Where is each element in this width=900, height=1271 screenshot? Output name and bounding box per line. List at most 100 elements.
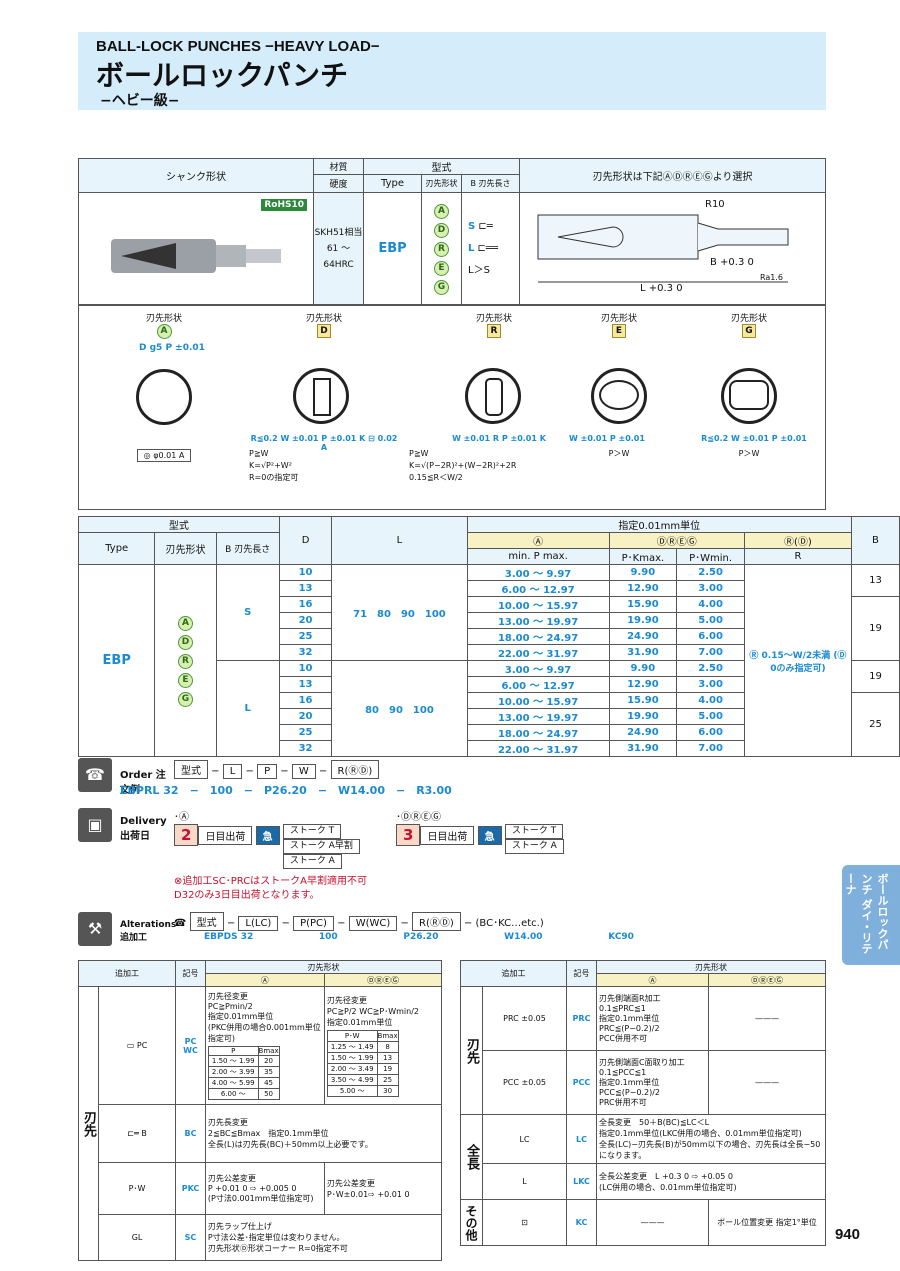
row-l-s: 71 80 90 100: [331, 564, 468, 661]
material-cell: SKH51相当 61 ～ 64HRC: [313, 192, 364, 305]
tip-e-icon: E: [434, 261, 449, 276]
shape-a: 刃先形状 A D g5 P ±0.01 ◎ φ0.01 A: [99, 311, 229, 462]
delivery-a-kyu: 急: [255, 826, 280, 845]
delivery-a-stroke-1: ストーク A早割: [282, 839, 360, 854]
ar-a-3: 全長公差変更 L +0.3 0 ⇨ +0.05 0 (LC併用の場合、0.01m…: [596, 1163, 826, 1200]
shape-r: 刃先形状 R W ±0.01 R P ±0.01 K P≧W K=√(P−2R)…: [409, 311, 579, 484]
alter-field-3: W(WC): [348, 916, 398, 931]
row-r-note: Ⓡ 0.15～W/2未満 (Ⓓ 0のみ指定可): [743, 564, 852, 757]
ar-dreg-4: ボール位置変更 指定1°単位: [708, 1199, 826, 1246]
delivery-a-days: 2: [174, 824, 199, 846]
col-tip: 刃先形状: [421, 174, 462, 193]
tip-a-icon: A: [434, 204, 449, 219]
row-pk: 12.90: [608, 676, 678, 693]
delivery-note-1: ⊗追加工SC･PRCはストークA早割適用不可: [174, 876, 368, 887]
alter-field-1: L(LC): [238, 916, 279, 931]
bmax-cell: 25: [376, 1073, 399, 1086]
shape-g-code: G: [742, 324, 756, 338]
bmax-cell: 1.50 ～ 1.99: [326, 1051, 378, 1064]
delivery-label: Delivery 出荷日: [120, 816, 167, 842]
row-d: 25: [278, 628, 333, 645]
row-p: 18.00 ～ 24.97: [466, 724, 610, 741]
page-number: 940: [834, 1226, 860, 1243]
h-tip: 刃先形状: [154, 532, 217, 565]
blade-l: L: [468, 242, 475, 254]
row-pk: 24.90: [608, 724, 678, 741]
side-tab[interactable]: ボールロックパンチ ダイ・リテーナ: [842, 865, 900, 965]
h-dreg: ⒹⓇⒺⒼ: [608, 532, 745, 549]
row-l-l: 80 90 100: [331, 660, 468, 757]
row-p: 6.00 ～ 12.97: [466, 676, 610, 693]
bmax-cell: 5.00 ～: [326, 1084, 378, 1097]
row-d: 32: [278, 740, 333, 757]
al-code-1: BC: [175, 1104, 206, 1163]
al-h-tip: 刃先形状: [204, 960, 443, 974]
al-dreg-0: 刃先径変更 PC≧P/2 WC≧P･Wmin/2 指定0.01mm単位: [326, 995, 419, 1027]
ar-code-4: KC: [566, 1199, 597, 1246]
row-pk: 19.90: [608, 708, 678, 725]
shape-g-circle: [721, 368, 777, 424]
ar-h-code: 記号: [566, 960, 597, 987]
bmax-cell: 2.00 ～ 3.99: [207, 1066, 259, 1078]
al-section: 刃先: [78, 986, 99, 1261]
ar-prc-diagram: PRC ±0.05: [482, 986, 567, 1051]
ar-code-0: PRC: [566, 986, 597, 1051]
dim-b: B +0.3 0: [710, 257, 754, 268]
shape-e-circle: [591, 368, 647, 424]
rohs-badge: RoHS10: [261, 199, 307, 211]
ar-dreg-1: ———: [708, 1050, 826, 1115]
shape-d-note-2: R=0の指定可: [249, 473, 299, 482]
alter-left-table: 追加工 記号 刃先形状 Ⓐ ⒹⓇⒺⒼ 刃先 ▭ PC PC WC 刃先径変更 P…: [77, 960, 443, 1261]
shape-a-circle: [136, 369, 192, 425]
alter-field-2: P(PC): [293, 916, 334, 931]
col-material: 材質: [313, 158, 364, 175]
shank-illustration: [111, 239, 281, 273]
bmax-head: Bmax: [257, 1046, 280, 1056]
row-d: 16: [278, 596, 333, 613]
al-dreg-2: 刃先公差変更 P･W±0.01⇨ +0.01 0: [323, 1162, 443, 1215]
shape-a-dims: D g5 P ±0.01: [139, 343, 205, 353]
shape-r-rect-icon: [485, 378, 503, 416]
row-pk: 12.90: [608, 580, 678, 597]
shape-d: 刃先形状 D R≦0.2 W ±0.01 P ±0.01 K ⊟ 0.02 A …: [249, 311, 399, 484]
dim-ra: Ra1.6: [760, 273, 784, 282]
al-pkc-diagram: P･W: [97, 1162, 177, 1215]
shape-a-label: 刃先形状: [145, 314, 182, 324]
order-example: EBPRL 32 − 100 − P26.20 − W14.00 − R3.00: [120, 784, 452, 797]
shape-d-rect-icon: [313, 378, 331, 416]
h-pw: P･Wmin.: [676, 548, 745, 565]
h-rd: Ⓡ(Ⓓ): [743, 532, 852, 549]
alter-ex-0: EBPDS 32: [204, 932, 254, 942]
delivery-a-stroke-0: ストーク T: [282, 824, 342, 839]
shape-e-note-0: P＞W: [608, 449, 630, 458]
row-d: 13: [278, 676, 333, 693]
al-h-dreg: ⒹⓇⒺⒼ: [323, 973, 443, 987]
shape-d-code: D: [317, 324, 331, 338]
row-pk: 31.90: [608, 644, 678, 661]
al-sc-diagram: GL: [97, 1214, 177, 1261]
h-blade: B 刃先長さ: [215, 532, 280, 565]
ar-code-2: LC: [566, 1114, 597, 1164]
col-type: Type: [363, 174, 422, 193]
h-unit: 指定0.01mm単位: [466, 516, 852, 533]
row-pw: 6.00: [676, 724, 745, 741]
row-d: 13: [278, 580, 333, 597]
ar-a-1: 刃先側端面C面取り加工 0.1≦PCC≦1 指定0.1mm単位 PCC≦(P−0…: [596, 1050, 709, 1115]
shape-e-code: E: [612, 324, 626, 338]
ar-dreg-0: ———: [708, 986, 826, 1051]
shape-g-label: 刃先形状: [730, 314, 767, 324]
row-pw: 5.00: [676, 708, 745, 725]
col-shank: シャンク形状: [78, 158, 314, 193]
row-d: 20: [278, 612, 333, 629]
drill-icon: ⚒: [78, 912, 112, 946]
col-right: 刃先形状は下記ⒶⒹⓇⒺⒼより選択: [519, 158, 826, 193]
ar-pcc-diagram: PCC ±0.05: [482, 1050, 567, 1115]
shank-image-cell: RoHS10: [78, 192, 314, 305]
alter-ex-1: 100: [318, 932, 338, 942]
type-value: EBP: [363, 192, 422, 305]
